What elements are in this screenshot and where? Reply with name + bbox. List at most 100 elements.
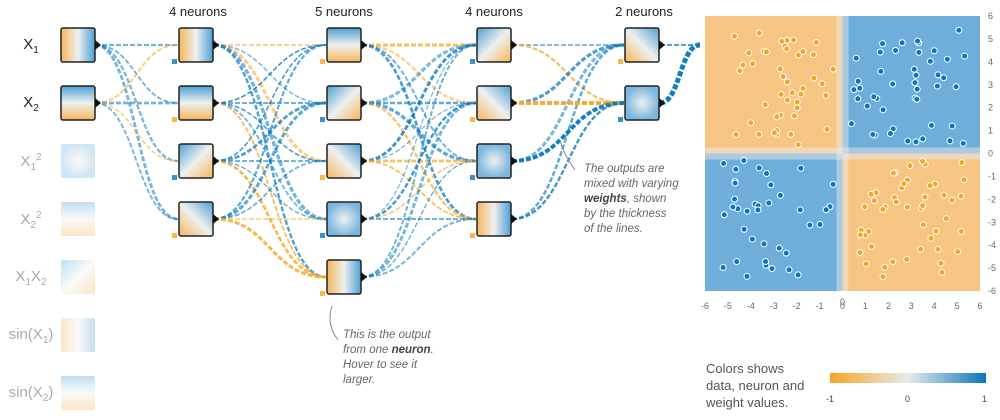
weight-link[interactable] bbox=[511, 101, 625, 221]
color-scale-tick-mid: 0 bbox=[905, 394, 911, 404]
weight-link[interactable] bbox=[94, 43, 179, 163]
data-point bbox=[823, 125, 831, 133]
input-neuron[interactable] bbox=[60, 85, 101, 121]
hidden-neuron[interactable] bbox=[178, 201, 219, 237]
input-neuron[interactable] bbox=[61, 202, 95, 236]
weight-link[interactable] bbox=[94, 43, 179, 105]
weight-link-output[interactable] bbox=[659, 42, 701, 106]
weight-link[interactable] bbox=[213, 43, 327, 221]
hidden-neuron[interactable] bbox=[326, 259, 367, 295]
data-point bbox=[794, 271, 802, 279]
bias-indicator bbox=[470, 233, 475, 238]
data-point bbox=[932, 227, 940, 235]
hidden-neuron[interactable] bbox=[476, 85, 517, 121]
data-point bbox=[914, 37, 922, 45]
weight-link[interactable] bbox=[361, 160, 477, 278]
bias-indicator bbox=[470, 117, 475, 122]
data-point bbox=[904, 137, 912, 145]
bias-indicator bbox=[320, 233, 325, 238]
data-point bbox=[867, 190, 875, 198]
data-point bbox=[748, 235, 756, 243]
weight-link[interactable] bbox=[213, 101, 327, 221]
data-point bbox=[913, 95, 921, 103]
hidden-neuron[interactable] bbox=[476, 27, 517, 63]
weight-link[interactable] bbox=[94, 102, 179, 162]
hidden-neuron[interactable] bbox=[476, 201, 517, 237]
weight-link[interactable] bbox=[213, 217, 327, 279]
data-point bbox=[879, 206, 887, 214]
weight-link[interactable] bbox=[361, 44, 477, 220]
input-neuron[interactable] bbox=[61, 376, 95, 410]
y-axis-tick: -6 bbox=[988, 286, 996, 296]
color-scale-tick-max: 1 bbox=[982, 394, 988, 404]
data-point bbox=[957, 227, 965, 235]
data-point bbox=[879, 273, 887, 281]
data-point bbox=[937, 259, 945, 267]
hidden-neuron[interactable] bbox=[178, 27, 219, 63]
data-point bbox=[816, 220, 824, 228]
data-point bbox=[776, 65, 784, 73]
input-neuron[interactable] bbox=[61, 144, 95, 178]
weight-link[interactable] bbox=[213, 160, 327, 220]
y-axis-tick: 4 bbox=[988, 57, 993, 67]
data-point bbox=[869, 131, 877, 139]
input-neuron[interactable] bbox=[61, 260, 95, 294]
weight-link[interactable] bbox=[511, 43, 625, 105]
hidden-neuron[interactable] bbox=[476, 143, 517, 179]
data-point bbox=[829, 65, 837, 73]
data-point bbox=[919, 135, 927, 143]
hidden-neuron[interactable] bbox=[178, 143, 219, 179]
x-axis-tick: 0 bbox=[840, 301, 845, 311]
weight-link[interactable] bbox=[361, 101, 477, 279]
data-point bbox=[892, 46, 900, 54]
input-neuron[interactable] bbox=[60, 27, 101, 63]
data-point bbox=[934, 245, 942, 253]
data-point bbox=[768, 265, 776, 273]
data-point bbox=[903, 255, 911, 263]
data-point bbox=[719, 264, 727, 272]
weight-link[interactable] bbox=[213, 44, 327, 162]
weight-link-thick[interactable] bbox=[511, 101, 625, 163]
data-point bbox=[809, 51, 817, 59]
data-point bbox=[879, 106, 887, 114]
weight-link[interactable] bbox=[361, 44, 477, 278]
weight-link[interactable] bbox=[94, 102, 179, 220]
data-point bbox=[961, 52, 969, 60]
data-point bbox=[767, 181, 775, 189]
hidden-neuron[interactable] bbox=[326, 143, 367, 179]
bias-indicator bbox=[470, 59, 475, 64]
data-point bbox=[856, 231, 864, 239]
hidden-neuron[interactable] bbox=[326, 27, 367, 63]
weights-pointer bbox=[559, 139, 576, 171]
data-point bbox=[793, 104, 801, 112]
hidden-neuron[interactable] bbox=[326, 201, 367, 237]
data-point bbox=[903, 203, 911, 211]
weight-link[interactable] bbox=[213, 44, 327, 104]
data-point bbox=[910, 65, 918, 73]
data-point bbox=[919, 157, 927, 165]
x-axis-zero: 0 bbox=[840, 297, 845, 307]
input-neuron[interactable] bbox=[61, 318, 95, 352]
data-point bbox=[959, 139, 967, 147]
data-point bbox=[852, 54, 860, 62]
weight-link[interactable] bbox=[361, 217, 477, 279]
hidden-neuron[interactable] bbox=[326, 85, 367, 121]
layer-header-1: 4 neurons bbox=[169, 4, 227, 19]
y-axis-tick: -3 bbox=[988, 217, 996, 227]
weight-link[interactable] bbox=[361, 43, 477, 105]
data-point bbox=[794, 51, 802, 59]
color-scale-bar bbox=[830, 373, 986, 383]
x-axis-tick: -2 bbox=[793, 301, 801, 311]
data-point bbox=[778, 37, 786, 45]
data-point bbox=[940, 191, 948, 199]
hidden-neuron[interactable] bbox=[624, 85, 665, 121]
hidden-neuron[interactable] bbox=[178, 85, 219, 121]
bias-indicator bbox=[172, 117, 177, 122]
data-point bbox=[886, 130, 894, 138]
y-axis-tick: -4 bbox=[988, 240, 996, 250]
data-point bbox=[755, 164, 763, 172]
weight-link[interactable] bbox=[361, 43, 477, 163]
data-point bbox=[958, 159, 966, 167]
hidden-neuron[interactable] bbox=[624, 27, 665, 63]
output-quadrant bbox=[842, 153, 980, 291]
